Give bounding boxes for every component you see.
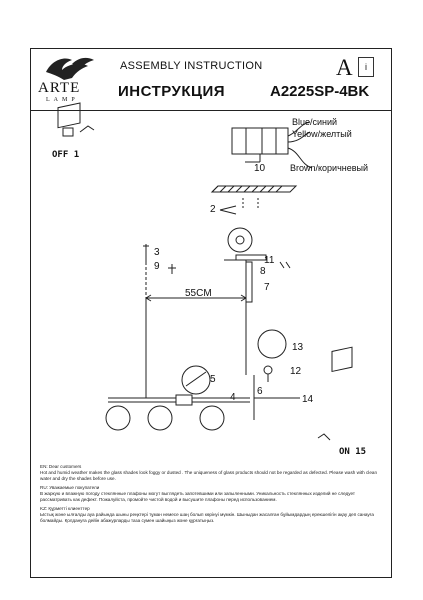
- fixture-arm: [108, 298, 300, 420]
- off-label-text: OFF: [52, 150, 69, 160]
- title-russian: ИНСТРУКЦИЯ: [118, 83, 226, 100]
- note-ru-body: В жаркую и влажную погоду стеклянные пла…: [40, 491, 355, 502]
- part-13: 13: [292, 342, 304, 353]
- detail-circle: [181, 365, 211, 395]
- on-label-text: ON: [339, 447, 350, 457]
- terminal-block-icon: [231, 121, 313, 169]
- note-ru-heading: RU: Уважаемые покупатели: [40, 485, 100, 490]
- part-3: 3: [154, 247, 160, 258]
- model-number: A2225SP-4BK: [270, 83, 370, 100]
- part-8: 8: [260, 266, 266, 277]
- part-11: 11: [264, 255, 275, 266]
- part-14: 14: [302, 394, 314, 405]
- page-frame: [30, 48, 392, 578]
- badge-letter: A: [336, 55, 353, 80]
- part-10: 10: [254, 163, 266, 174]
- wire-blue-label: Blue/синий: [292, 117, 338, 127]
- ceiling-plate-icon: [210, 185, 298, 215]
- dimension-line: [145, 294, 247, 302]
- note-kz-heading: KZ: Құрметті клиенттер: [40, 506, 90, 511]
- canopy-icon: [227, 227, 267, 375]
- off-number: 1: [73, 150, 80, 160]
- part-6: 6: [257, 386, 263, 397]
- info-book-icon: i: [358, 57, 374, 77]
- wire-brown-label: Brown/коричневый: [290, 163, 369, 173]
- note-kz-body: Ыстық және ылғалды ауа райында шыны реңк…: [40, 512, 374, 523]
- part-4: 4: [230, 392, 236, 403]
- part-12: 12: [290, 366, 302, 377]
- on-label: ON 15: [339, 447, 366, 457]
- header-divider: [30, 110, 392, 111]
- brand-subtitle: LAMP: [46, 97, 79, 103]
- nut-icon: [168, 264, 176, 274]
- on-number: 15: [355, 447, 367, 457]
- brand-name: ARTE: [38, 80, 81, 96]
- brand-logo-icon: [46, 57, 94, 80]
- part-2: 2: [210, 204, 216, 215]
- note-en-body: Hot and humid weather makes the glass sh…: [40, 470, 377, 481]
- switch-off-icon: [57, 102, 95, 137]
- switch-on-icon: [317, 346, 353, 441]
- note-en-heading: EN: Dear customers: [40, 464, 82, 469]
- title-english: ASSEMBLY INSTRUCTION: [120, 60, 263, 72]
- bulb-icon: [263, 365, 273, 382]
- part-7: 7: [264, 282, 270, 293]
- screw-icon: [143, 244, 149, 298]
- part-9: 9: [154, 261, 160, 272]
- dimension-label: 55CM: [185, 288, 212, 299]
- part-5: 5: [210, 374, 216, 385]
- wire-yellow-label: Yellow/желтый: [292, 129, 352, 139]
- glass-shade-icon: [105, 329, 287, 431]
- off-label: OFF 1: [52, 150, 79, 160]
